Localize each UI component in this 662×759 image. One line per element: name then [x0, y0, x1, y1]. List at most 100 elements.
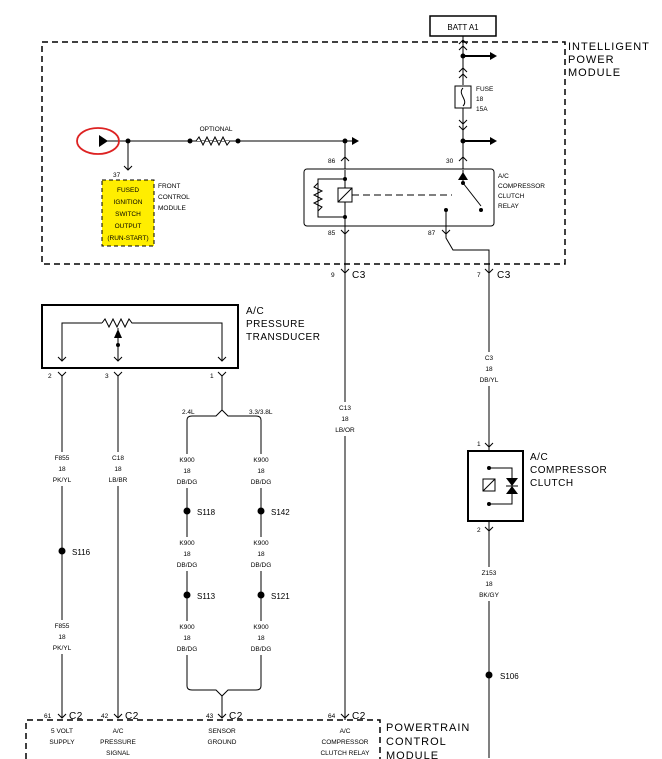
connector-chevron	[57, 713, 67, 719]
connector-chevron	[340, 268, 350, 274]
pcm-pin-61: 61	[44, 713, 52, 720]
connector-chevron	[113, 371, 123, 377]
splice-dot	[183, 507, 191, 515]
connector-chevron	[484, 442, 494, 448]
c18-gauge: 18	[114, 466, 122, 473]
arrowhead	[99, 135, 108, 147]
pcm-pin-42-l2: PRESSURE	[100, 739, 136, 746]
pcm-c2-2: C2	[125, 711, 139, 722]
connector-chevron	[113, 713, 123, 719]
junction-dot	[116, 343, 120, 347]
label-bg	[247, 621, 275, 655]
transducer-internal	[61, 322, 223, 361]
switch-arm	[462, 182, 482, 207]
relay-pin-30: 30	[446, 158, 454, 165]
pcm-c2-1: C2	[69, 711, 83, 722]
transducer-box	[41, 304, 239, 369]
connector-chevron	[458, 156, 468, 162]
splice-s106: S106	[500, 672, 519, 681]
c3-right-name: C3	[497, 270, 511, 281]
c13-color: LB/OR	[335, 427, 355, 434]
c18-name: C18	[112, 455, 124, 462]
f855-top-name: F855	[55, 455, 70, 462]
connector-chevron	[123, 165, 133, 171]
k900-r3-gauge: 18	[257, 635, 265, 642]
relay-pin-85: 85	[328, 230, 336, 237]
c18-color: LB/BR	[109, 477, 128, 484]
fused-output-3: SWITCH	[115, 211, 141, 218]
fused-output-4: OUTPUT	[115, 223, 142, 230]
splice-s121: S121	[271, 592, 290, 601]
c3wire-name: C3	[485, 355, 494, 362]
junction-dot	[460, 138, 466, 144]
fuse-element	[460, 87, 466, 107]
pcm-c2-3: C2	[229, 711, 243, 722]
pcm-pin-43: 43	[206, 713, 214, 720]
pcm-pin-61-l2: SUPPLY	[49, 739, 75, 746]
splice-s113: S113	[197, 592, 216, 601]
fcm-label-3: MODULE	[158, 205, 186, 212]
pcm-pin-43-l1: SENSOR	[208, 728, 236, 735]
k900-l2-gauge: 18	[183, 551, 191, 558]
label-bg	[330, 402, 360, 436]
connector-chevron	[217, 356, 227, 362]
connector-chevron	[484, 526, 494, 532]
connector-chevrons	[458, 119, 468, 131]
relay-pin-86: 86	[328, 158, 336, 165]
k900-l3-name: K900	[179, 624, 195, 631]
pcm-pin-42-l3: SIGNAL	[106, 750, 130, 757]
f855-top-color: PK/YL	[53, 477, 72, 484]
connector-chevron	[217, 713, 227, 719]
pcm-boundary	[25, 719, 381, 759]
arrowhead	[352, 137, 359, 145]
ipm-label-1: INTELLIGENT	[568, 41, 650, 53]
connector-chevron	[113, 356, 123, 362]
fused-output-box	[101, 179, 155, 247]
transducer-label-3: TRANSDUCER	[246, 332, 320, 343]
fcm-label-2: CONTROL	[158, 194, 190, 201]
c3wire-gauge: 18	[485, 366, 493, 373]
relay-label-4: RELAY	[498, 203, 519, 210]
fused-output-5: (RUN-START)	[107, 235, 148, 242]
k900-l2-name: K900	[179, 540, 195, 547]
k900-brace-top	[186, 409, 262, 426]
connector-chevrons	[458, 67, 468, 79]
pcm-label-2: CONTROL	[386, 736, 447, 748]
relay-label-3: CLUTCH	[498, 193, 525, 200]
splice-dot	[183, 591, 191, 599]
fused-output-1: FUSED	[117, 187, 139, 194]
c3-right-pin: 7	[477, 272, 481, 279]
fuse-rating: 15A	[476, 106, 488, 113]
label-bg	[476, 352, 502, 386]
k900-r3-color: DB/DG	[251, 646, 272, 653]
engine-right: 3.3/3.8L	[249, 409, 273, 416]
splice-s116: S116	[72, 548, 91, 557]
f855-bottom-name: F855	[55, 623, 70, 630]
connector-chevron	[340, 713, 350, 719]
z153-color: BK/GY	[479, 592, 500, 599]
arrowhead	[490, 137, 497, 145]
k900-l1-gauge: 18	[183, 468, 191, 475]
label-bg	[475, 567, 503, 601]
k900-l1-color: DB/DG	[177, 479, 198, 486]
batt-label: BATT A1	[447, 23, 479, 32]
pcm-pin-42: 42	[101, 713, 109, 720]
connector-chevron	[217, 371, 227, 377]
fuse-label: FUSE	[476, 86, 494, 93]
clutch-pin-top: 1	[477, 441, 481, 448]
relay-label-1: A/C	[498, 173, 509, 180]
junction-dot	[187, 138, 193, 144]
arrowhead	[490, 52, 497, 60]
connector-chevron	[57, 371, 67, 377]
transducer-label-1: A/C	[246, 306, 264, 317]
highlight-circle	[76, 127, 120, 155]
switch-contact	[479, 208, 483, 212]
relay-label-2: COMPRESSOR	[498, 183, 545, 190]
label-bg	[173, 537, 201, 571]
potentiometer-icon	[101, 317, 134, 329]
z153-gauge: 18	[485, 581, 493, 588]
relay-suppressor-loop	[317, 178, 345, 218]
clutch-label-1: A/C	[530, 452, 548, 463]
fuse-size: 18	[476, 96, 484, 103]
coil-slash	[337, 187, 353, 203]
